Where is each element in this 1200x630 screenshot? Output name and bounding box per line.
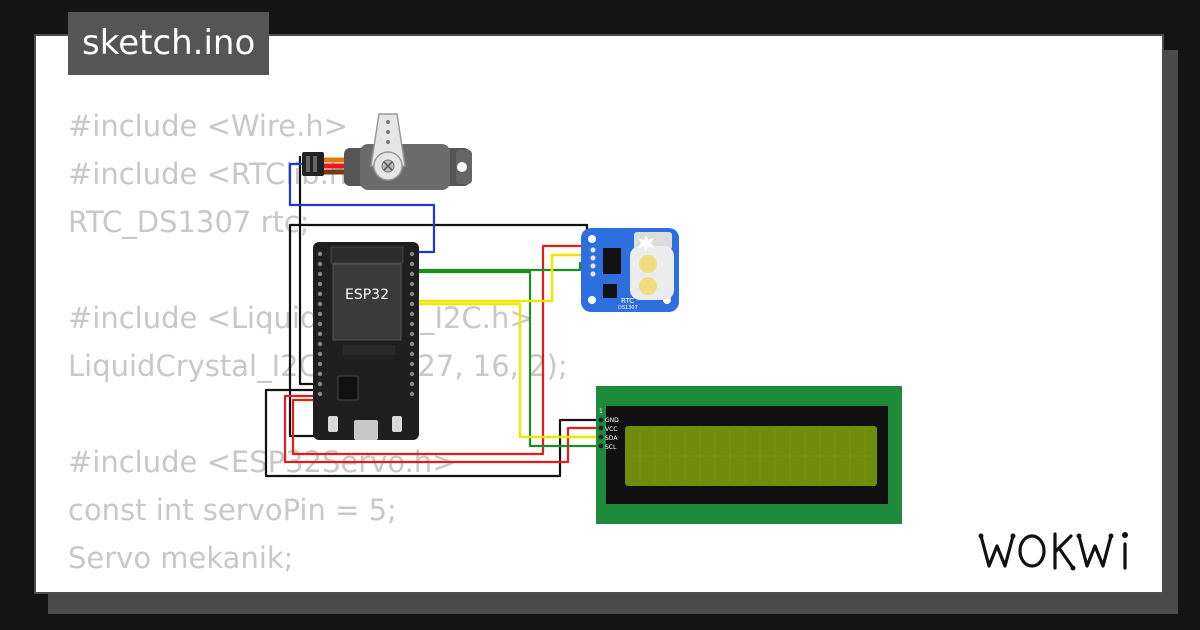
code-line: #include <Wire.h> xyxy=(68,109,349,143)
wire-blue[interactable] xyxy=(288,162,436,254)
reset-button[interactable] xyxy=(392,416,402,432)
lcd-pin-gnd: GND xyxy=(605,417,619,424)
wire-yellow[interactable] xyxy=(413,253,587,303)
lcd-pins xyxy=(598,417,604,449)
esp32-label: ESP32 xyxy=(345,287,389,303)
wire-black[interactable] xyxy=(264,388,600,478)
lcd-pin-sda: SDA xyxy=(605,435,618,442)
servo-motor[interactable] xyxy=(302,113,472,190)
esp32-antenna xyxy=(330,246,404,264)
wires xyxy=(264,156,600,478)
rtc-module[interactable]: RTC DS1307 xyxy=(581,228,679,312)
usb-port xyxy=(354,420,378,440)
esp32-pins-right xyxy=(409,251,415,397)
wire-yellow[interactable] xyxy=(413,302,600,439)
voltage-regulator xyxy=(337,375,359,401)
wire-green[interactable] xyxy=(413,261,587,272)
rtc-label: RTC xyxy=(621,297,634,305)
screw-icon xyxy=(383,161,393,171)
lcd-pin-scl: SCL xyxy=(605,444,617,451)
file-title-tab[interactable]: sketch.ino xyxy=(68,12,270,75)
wokwi-logo xyxy=(978,532,1128,571)
code-line: RTC_DS1307 rtc; xyxy=(68,205,310,239)
rtc-pins xyxy=(590,247,596,277)
rtc-model: DS1307 xyxy=(618,305,638,311)
boot-button[interactable] xyxy=(328,416,338,432)
lcd-pin-vcc: VCC xyxy=(605,426,617,433)
lcd-char-grid xyxy=(630,430,872,482)
adafruit-flower-icon xyxy=(638,235,654,251)
esp32-board[interactable]: ESP32 xyxy=(313,242,419,440)
rtc-chip xyxy=(603,248,621,274)
esp32-pins-left xyxy=(317,251,323,397)
code-line: const int servoPin = 5; xyxy=(68,493,397,527)
wire-black[interactable] xyxy=(298,156,314,386)
lcd-display[interactable]: 1 GND VCC SDA SCL xyxy=(596,386,902,524)
wire-green[interactable] xyxy=(413,270,600,448)
wire-red[interactable] xyxy=(283,394,600,464)
code-line: Servo mekanik; xyxy=(68,541,294,575)
wire-red[interactable] xyxy=(291,244,587,456)
lcd-pin-number: 1 xyxy=(599,408,603,415)
esp32-shield xyxy=(332,263,402,341)
